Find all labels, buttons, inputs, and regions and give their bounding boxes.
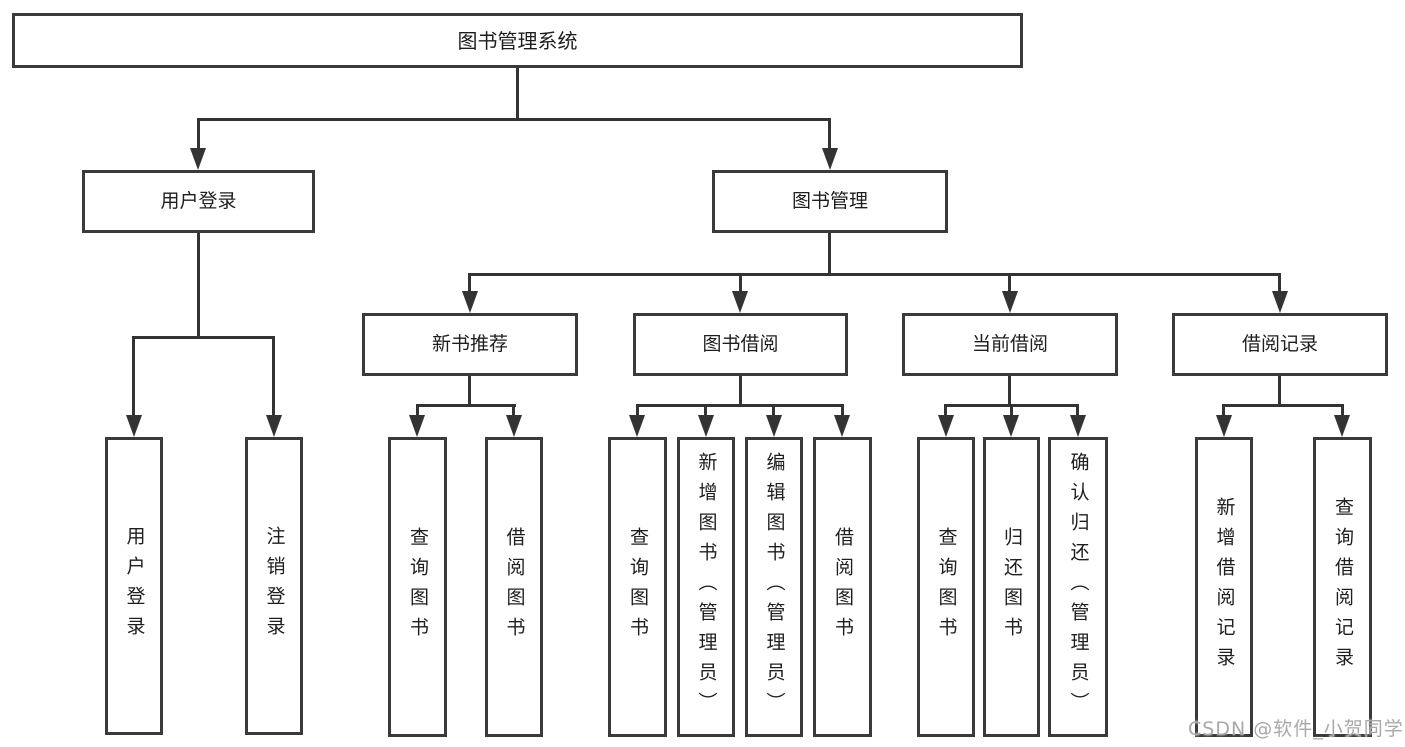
- node-borrow-record: 借阅记录: [1172, 313, 1388, 376]
- node-label: 借阅图书: [832, 527, 854, 647]
- arrow-down-icon: [506, 415, 522, 437]
- arrow-down-icon: [1272, 291, 1288, 313]
- node-label: 注销登录: [263, 526, 286, 646]
- arrow-down-icon: [822, 148, 838, 170]
- arrow-down-icon: [1334, 415, 1350, 437]
- node-label: 确认归还（管理员）: [1067, 452, 1090, 722]
- connector-line: [416, 404, 516, 407]
- node-new-book-recommend: 新书推荐: [362, 313, 578, 376]
- node-label: 新增图书（管理员）: [695, 452, 718, 722]
- node-leaf-borrow-query: 查询图书: [608, 437, 667, 737]
- node-leaf-newbook-borrow: 借阅图书: [485, 437, 543, 737]
- connector-line: [197, 118, 200, 152]
- watermark: CSDN @软件_小贺同学: [1188, 718, 1404, 740]
- node-leaf-borrow-add: 新增图书（管理员）: [677, 437, 735, 737]
- connector-line: [272, 336, 275, 417]
- connector-line: [1010, 404, 1013, 418]
- connector-line: [1008, 376, 1011, 407]
- connector-line: [636, 404, 639, 418]
- node-leaf-user-login: 用户登录: [105, 437, 163, 735]
- arrow-down-icon: [732, 291, 748, 313]
- connector-line: [841, 404, 844, 418]
- arrow-down-icon: [1216, 415, 1232, 437]
- arrow-down-icon: [1070, 415, 1086, 437]
- connector-line: [636, 404, 844, 407]
- connector-line: [704, 404, 707, 418]
- node-leaf-borrow-edit: 编辑图书（管理员）: [745, 437, 803, 737]
- arrow-down-icon: [766, 415, 782, 437]
- connector-line: [1341, 404, 1344, 418]
- arrow-down-icon: [1002, 291, 1018, 313]
- connector-line: [739, 376, 742, 407]
- connector-line: [1008, 273, 1011, 294]
- node-leaf-record-add: 新增借阅记录: [1195, 437, 1253, 737]
- connector-line: [197, 233, 200, 336]
- arrow-down-icon: [190, 148, 206, 170]
- node-leaf-current-query: 查询图书: [917, 437, 975, 737]
- arrow-down-icon: [1003, 415, 1019, 437]
- node-label: 查询图书: [627, 527, 649, 647]
- connector-line: [828, 118, 831, 152]
- arrow-down-icon: [409, 415, 425, 437]
- arrow-down-icon: [938, 415, 954, 437]
- node-leaf-newbook-query: 查询图书: [388, 437, 447, 737]
- connector-line: [468, 273, 1281, 276]
- node-book-borrow: 图书借阅: [633, 313, 848, 376]
- node-book-management: 图书管理: [712, 170, 948, 233]
- node-user-login: 用户登录: [82, 170, 315, 233]
- connector-line: [132, 336, 275, 339]
- node-label: 归还图书: [1001, 527, 1023, 647]
- connector-line: [739, 273, 742, 294]
- arrow-down-icon: [834, 415, 850, 437]
- connector-line: [468, 376, 471, 407]
- connector-line: [197, 118, 831, 121]
- node-label: 查询图书: [935, 527, 958, 647]
- connector-line: [1278, 273, 1281, 294]
- connector-line: [1278, 376, 1281, 407]
- connector-line: [512, 404, 515, 418]
- connector-line: [944, 404, 947, 418]
- connector-line: [416, 404, 419, 418]
- node-root: 图书管理系统: [12, 13, 1023, 68]
- connector-line: [1222, 404, 1344, 407]
- arrow-down-icon: [629, 415, 645, 437]
- arrow-down-icon: [126, 415, 142, 437]
- connector-line: [828, 233, 831, 276]
- node-label: 编辑图书（管理员）: [763, 452, 786, 722]
- connector-line: [1076, 404, 1079, 418]
- arrow-down-icon: [266, 415, 282, 437]
- node-label: 查询借阅记录: [1332, 497, 1354, 677]
- connector-line: [516, 68, 519, 120]
- node-current-borrow: 当前借阅: [902, 313, 1118, 376]
- node-leaf-borrow-borrow: 借阅图书: [813, 437, 872, 737]
- connector-line: [772, 404, 775, 418]
- connector-line: [1222, 404, 1225, 418]
- node-leaf-current-confirm: 确认归还（管理员）: [1048, 437, 1108, 737]
- node-leaf-logout: 注销登录: [245, 437, 303, 735]
- connector-line: [468, 273, 471, 294]
- node-leaf-record-query: 查询借阅记录: [1313, 437, 1372, 737]
- node-leaf-current-return: 归还图书: [983, 437, 1040, 737]
- node-label: 借阅图书: [503, 527, 526, 647]
- arrow-down-icon: [698, 415, 714, 437]
- node-label: 用户登录: [123, 526, 146, 646]
- node-label: 新增借阅记录: [1213, 497, 1236, 677]
- connector-line: [132, 336, 135, 417]
- arrow-down-icon: [462, 291, 478, 313]
- node-label: 查询图书: [407, 527, 429, 647]
